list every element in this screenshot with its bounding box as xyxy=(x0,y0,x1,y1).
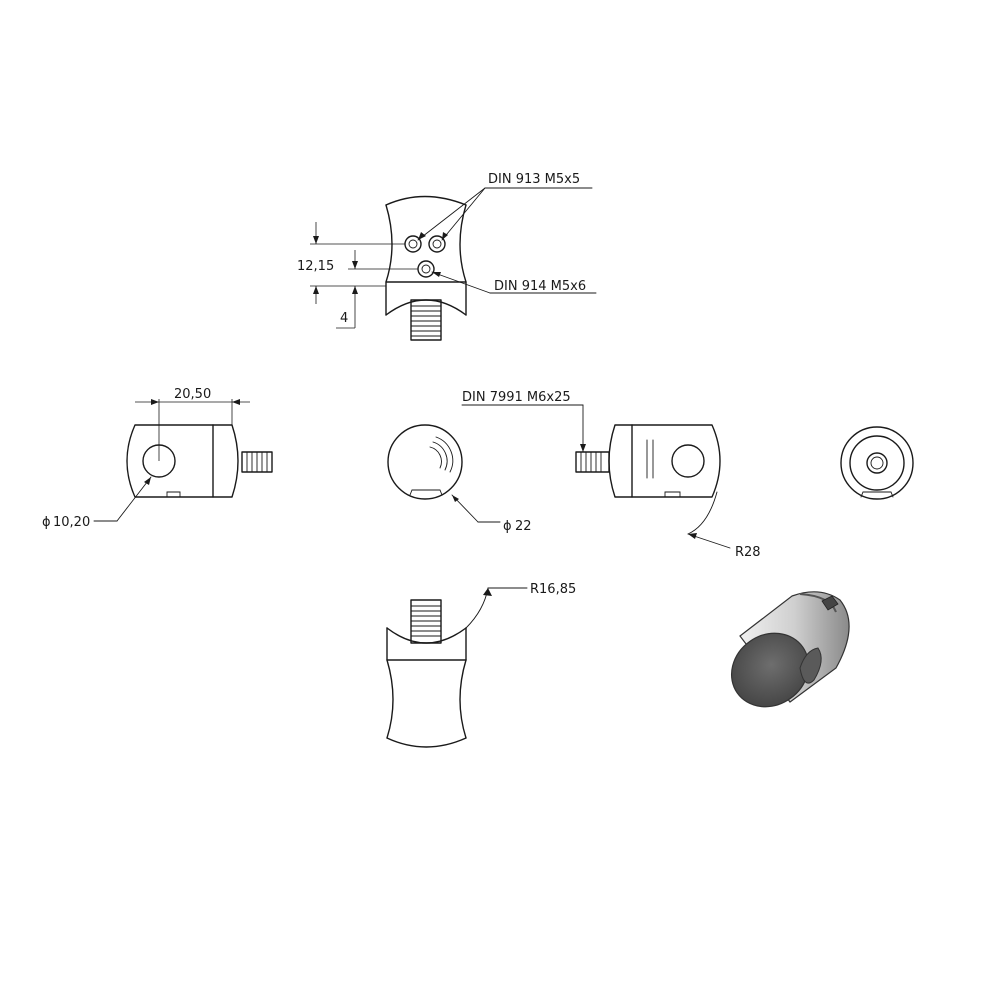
r28-leader xyxy=(687,491,731,549)
din914-label: DIN 914 M5x6 xyxy=(494,279,586,294)
side-view-left xyxy=(126,424,273,498)
dimension-12-15-label: 12,15 xyxy=(297,259,334,274)
end-view-round xyxy=(387,424,463,500)
r16-85-leader xyxy=(465,587,528,629)
end-view-right xyxy=(840,426,914,500)
dimension-12-15 xyxy=(310,222,405,304)
3d-render xyxy=(730,591,850,708)
diameter-10-20-leader xyxy=(93,476,152,522)
dimension-20-50 xyxy=(135,399,250,461)
r28-label: R28 xyxy=(735,545,761,560)
din7991-label: DIN 7991 M6x25 xyxy=(462,390,571,405)
diameter-22-label: 22 xyxy=(515,519,532,534)
din7991-leader xyxy=(461,404,586,453)
r16-85-label: R16,85 xyxy=(530,582,576,597)
dimension-20-50-label: 20,50 xyxy=(174,387,211,402)
diameter-symbol-left: ϕ xyxy=(42,515,51,530)
diameter-22-leader xyxy=(451,494,501,523)
diameter-10-20-label: 10,20 xyxy=(53,515,90,530)
din913-label: DIN 913 M5x5 xyxy=(488,172,580,187)
din914-leader xyxy=(431,271,597,294)
dimension-4 xyxy=(336,250,418,329)
bottom-view xyxy=(386,599,467,748)
side-view-right xyxy=(575,424,721,498)
top-view xyxy=(385,195,467,341)
dimension-4-label: 4 xyxy=(340,311,348,326)
diameter-symbol-mid: ϕ xyxy=(503,519,512,534)
din913-leader xyxy=(417,187,593,241)
